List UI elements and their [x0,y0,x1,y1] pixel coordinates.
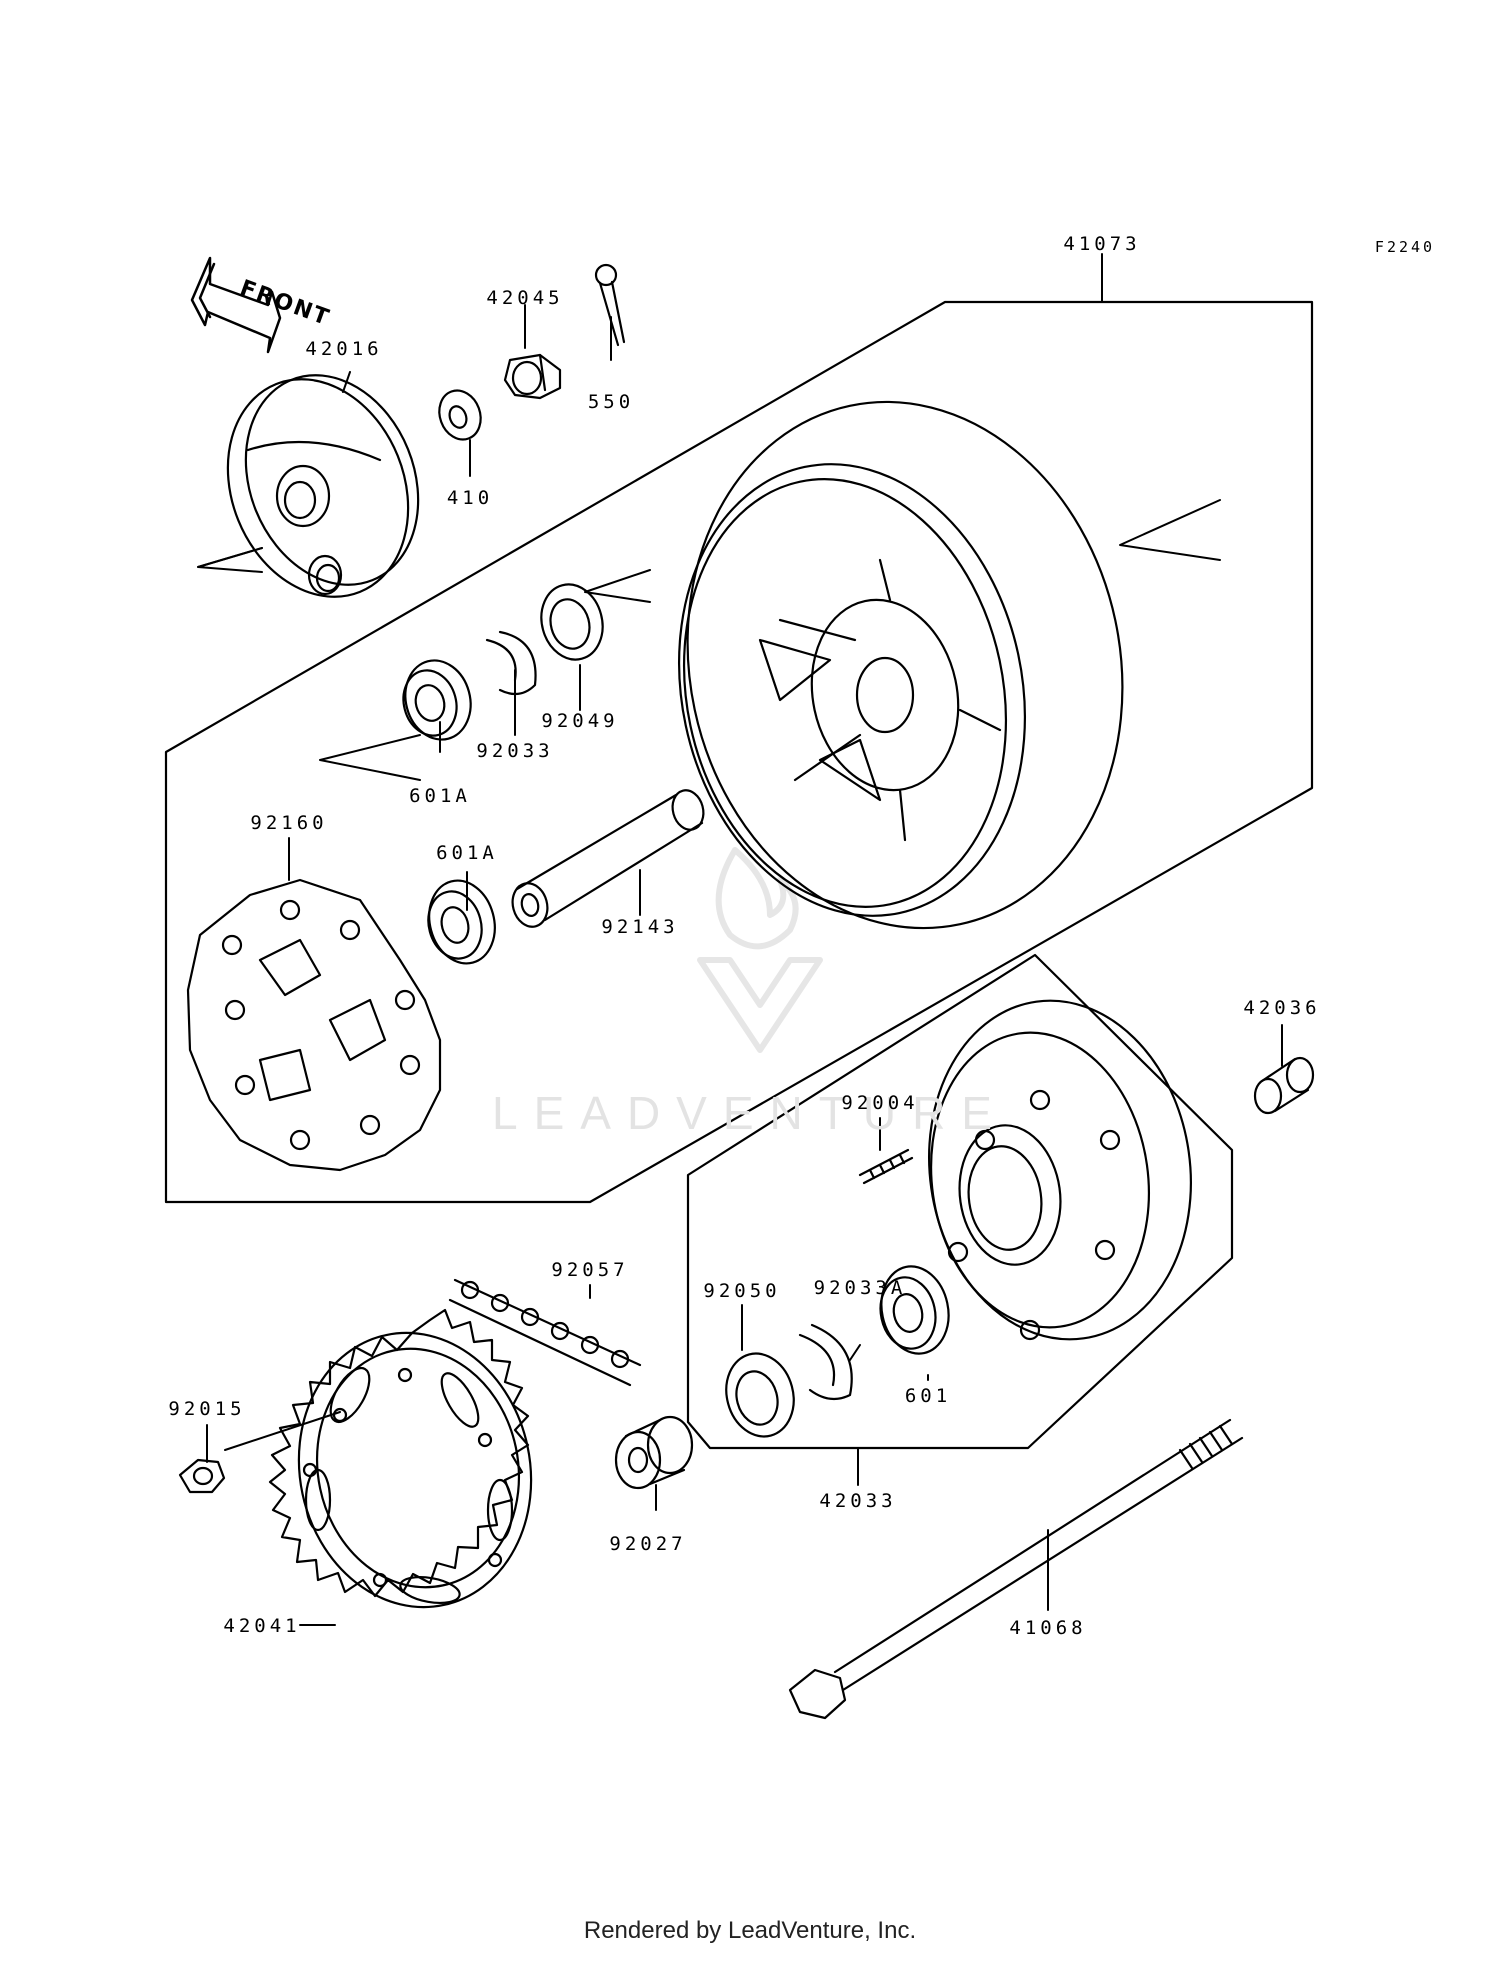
bearing-601a-top-drawing [402,659,472,741]
hub-group-outline [686,953,1234,1450]
part-label-601a-mid[interactable]: 601A [436,842,498,864]
part-label-92015[interactable]: 92015 [168,1398,246,1420]
part-label-41068[interactable]: 41068 [1009,1617,1087,1639]
sprocket-cover-drawing [226,374,420,598]
part-label-92160[interactable]: 92160 [250,812,328,834]
front-arrow-icon [190,256,282,354]
leader-lines [197,253,1283,1626]
part-label-92027[interactable]: 92027 [609,1533,687,1555]
part-label-92057[interactable]: 92057 [551,1259,629,1281]
watermark-text: LEADVENTURE [492,1087,1008,1139]
part-label-601[interactable]: 601 [904,1385,952,1407]
part-label-42045[interactable]: 42045 [486,287,564,309]
part-label-42041[interactable]: 42041 [223,1615,301,1637]
seal-92049-drawing [540,583,604,661]
part-label-92050[interactable]: 92050 [703,1280,781,1302]
axle-drawing [788,1418,1244,1720]
washer-drawing [438,389,482,441]
circlip-92033a-drawing [798,1323,853,1401]
part-label-42033[interactable]: 42033 [819,1490,897,1512]
stud-drawing [858,1148,914,1185]
rear-wheel-drawing [677,400,1124,930]
circlip-92033-drawing [485,630,537,696]
footer-credit: Rendered by LeadVenture, Inc. [583,1917,917,1944]
wheel-group-outline [164,300,1314,1204]
part-label-92049[interactable]: 92049 [541,710,619,732]
rear-hub-drawing [928,999,1192,1341]
collar-tube-drawing [511,789,705,928]
nut-92015-drawing [178,1458,226,1494]
part-label-92004[interactable]: 92004 [841,1092,919,1114]
diagram-code: F2240 [1374,238,1436,256]
castle-nut-drawing [503,353,562,400]
cush-damper-drawing [186,878,442,1172]
part-label-92143[interactable]: 92143 [601,916,679,938]
collar-92027-drawing [614,1415,694,1490]
cotter-pin-drawing [594,263,626,347]
collar-42036-drawing [1253,1056,1315,1115]
bearing-601-drawing [879,1265,950,1355]
part-label-92033a[interactable]: 92033A [813,1277,907,1299]
bearing-601a-mid-drawing [427,879,496,965]
part-label-601a-top[interactable]: 601A [409,785,471,807]
part-label-42036[interactable]: 42036 [1243,997,1321,1019]
part-label-42016[interactable]: 42016 [305,338,383,360]
seal-92050-drawing [725,1352,795,1438]
part-label-550[interactable]: 550 [587,391,635,413]
watermark-logo [697,847,823,1053]
chain-drawing [448,1278,642,1387]
part-label-410[interactable]: 410 [446,487,494,509]
part-label-41073[interactable]: 41073 [1063,233,1141,255]
sprocket-drawing [268,1308,533,1609]
part-label-92033[interactable]: 92033 [476,740,554,762]
